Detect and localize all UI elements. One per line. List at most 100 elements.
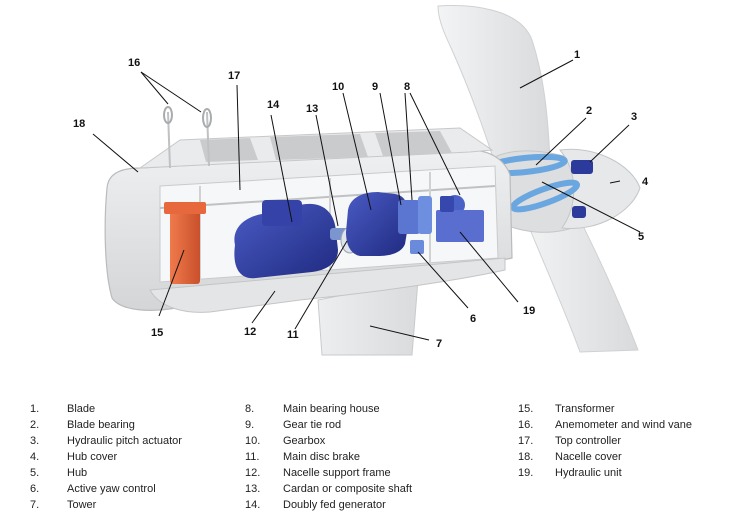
legend-column-1: 1. Blade 2.Blade bearing 3. Hydraulic pitc…: [30, 401, 182, 513]
callout-12: 12: [244, 326, 256, 338]
hydraulic-pitch-actuator: [571, 160, 593, 174]
transformer: [170, 206, 200, 284]
legend-column-2: 8. Main bearing house 9. Gear tie rod 10. G…: [245, 401, 412, 513]
hydraulic-pitch-actuator-lower: [572, 206, 586, 218]
legend-number: 1.: [30, 403, 40, 415]
legend-item: 2.Blade bearing: [30, 417, 182, 433]
hydraulic-unit-tank: [440, 196, 454, 212]
legend-label: Top controller: [555, 435, 622, 447]
callout-1: 1: [574, 49, 580, 61]
callout-7: 7: [436, 338, 442, 350]
roof-panel: [200, 138, 258, 162]
generator-terminal: [262, 200, 302, 226]
anemometer-mast: [206, 111, 210, 167]
legend-label: Main disc brake: [283, 451, 361, 463]
anemometer-mast: [167, 111, 171, 169]
legend-label: Blade bearing: [67, 419, 135, 431]
roof-panel: [375, 131, 452, 156]
legend-label: Main bearing house: [283, 403, 380, 415]
callout-14: 14: [267, 99, 280, 111]
legend-item: 9. Gear tie rod: [245, 417, 412, 433]
legend-item: 10. Gearbox: [245, 433, 412, 449]
legend-item: 3. Hydraulic pitch actuator: [30, 433, 182, 449]
legend-number: 17.: [518, 435, 534, 447]
callout-5: 5: [638, 231, 644, 243]
callout-19: 19: [523, 305, 535, 317]
nacelle-support-frame: [149, 257, 506, 313]
legend-label: Transformer: [555, 403, 615, 415]
callout-3: 3: [631, 111, 637, 123]
legend-label: Hub cover: [67, 451, 118, 463]
gearbox: [346, 192, 409, 256]
callout-10: 10: [332, 81, 344, 93]
legend-label: Cardan or composite shaft: [283, 483, 413, 495]
callout-15: 15: [151, 327, 163, 339]
legend-number: 16.: [518, 419, 534, 431]
legend-number: 12.: [245, 467, 261, 479]
legend-item: 19.Hydraulic unit: [518, 465, 692, 481]
legend-item: 14. Doubly fed generator: [245, 497, 412, 513]
legend-label: Tower: [67, 499, 97, 511]
callout-9: 9: [372, 81, 378, 93]
legend-item: 8. Main bearing house: [245, 401, 412, 417]
legend: 1. Blade 2.Blade bearing 3. Hydraulic pitc…: [0, 401, 745, 517]
legend-label: Gear tie rod: [283, 419, 342, 431]
legend-item: 6. Active yaw control: [30, 481, 182, 497]
frame-rail: [159, 185, 496, 209]
legend-label: Nacelle support frame: [283, 467, 391, 479]
legend-label: Nacelle cover: [555, 451, 622, 463]
legend-label: Doubly fed generator: [283, 499, 386, 511]
transformer-top: [164, 202, 206, 214]
legend-number: 8.: [245, 403, 255, 415]
callout-4: 4: [642, 176, 649, 188]
legend-item: 7.Tower: [30, 497, 182, 513]
legend-item: 13. Cardan or composite shaft: [245, 481, 412, 497]
legend-column-3: 15. Transformer 16. Anemometer and wind va…: [518, 401, 692, 481]
callout-17: 17: [228, 70, 240, 82]
callout-16: 16: [128, 57, 140, 69]
legend-item: 15. Transformer: [518, 401, 692, 417]
wind-vane: [202, 108, 212, 128]
blade-lower: [519, 194, 639, 353]
callout-2: 2: [586, 105, 592, 117]
legend-item: 5. Hub: [30, 465, 182, 481]
roof-panel: [270, 134, 368, 160]
legend-label: Gearbox: [283, 435, 326, 447]
legend-number: 18.: [518, 451, 534, 463]
legend-number: 6.: [30, 483, 40, 495]
callout-6: 6: [470, 313, 476, 325]
legend-item: 17. Top controller: [518, 433, 692, 449]
legend-label: Hydraulic pitch actuator: [67, 435, 182, 447]
legend-label: Hub: [67, 467, 88, 479]
legend-number: 3.: [30, 435, 40, 447]
legend-item: 18. Nacelle cover: [518, 449, 692, 465]
legend-item: 11. Main disc brake: [245, 449, 412, 465]
anemometer-cup: [163, 106, 173, 124]
callout-13: 13: [306, 103, 318, 115]
legend-label: Hydraulic unit: [555, 467, 622, 479]
legend-number: 4.: [30, 451, 40, 463]
callout-8: 8: [404, 81, 410, 93]
wind-turbine-nacelle-cutaway: 1 2 3 4 5 6 7 8 9 10 11 12 13 14 15 16 1…: [73, 5, 649, 356]
legend-number: 11.: [245, 451, 260, 463]
legend-item: 1. Blade: [30, 401, 182, 417]
doubly-fed-generator: [234, 203, 338, 279]
main-bearing-house: [418, 196, 432, 234]
callout-11: 11: [287, 329, 299, 341]
legend-number: 13.: [245, 483, 261, 495]
legend-item: 12. Nacelle support frame: [245, 465, 412, 481]
active-yaw-control: [410, 240, 424, 254]
hydraulic-unit: [436, 210, 484, 242]
legend-number: 9.: [245, 419, 255, 431]
legend-number: 14.: [245, 499, 261, 511]
legend-number: 15.: [518, 403, 534, 415]
leader-lines: [92, 59, 641, 341]
legend-label: Anemometer and wind vane: [555, 419, 692, 431]
legend-number: 10.: [245, 435, 261, 447]
legend-item: 4. Hub cover: [30, 449, 182, 465]
gear-tie-rod: [398, 200, 420, 234]
legend-number: 5.: [30, 467, 40, 479]
legend-label: Blade: [67, 403, 96, 415]
legend-item: 16. Anemometer and wind vane: [518, 417, 692, 433]
legend-label: Active yaw control: [67, 483, 156, 495]
